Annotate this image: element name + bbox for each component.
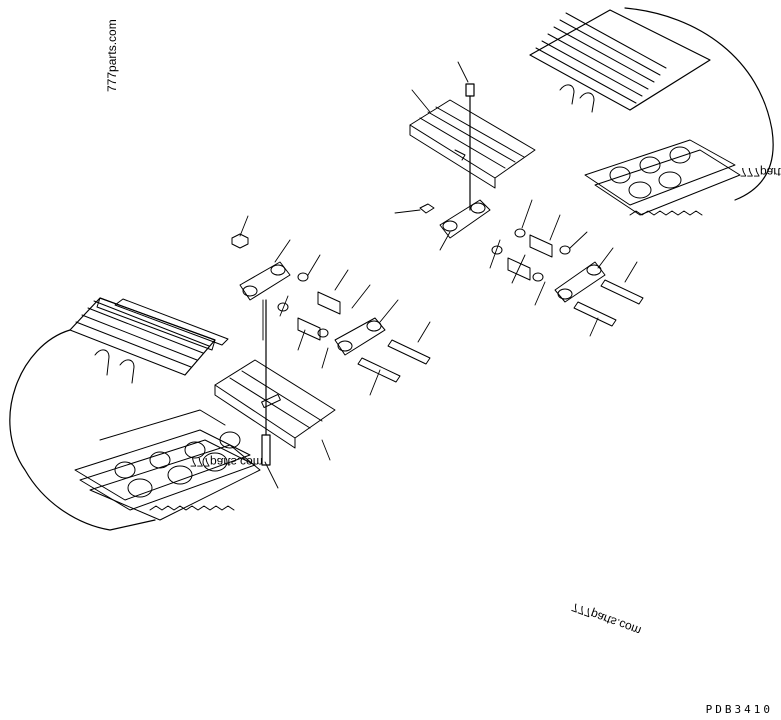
right-track-loop-top (529, 9, 711, 111)
watermark-right: 777parts.com (740, 165, 781, 179)
upper-shoe-plate (409, 99, 536, 189)
upper-shoe-bolt (465, 83, 475, 211)
left-track-chain (74, 409, 261, 521)
right-track-assembly (529, 7, 774, 216)
lower-shoe-bolt (261, 299, 271, 466)
left-track-assembly (9, 297, 261, 531)
drawing-code: PDB3410 (705, 703, 773, 716)
leader-lines (239, 61, 638, 489)
watermark-middle: 777parts.com (190, 455, 263, 469)
right-track-loop (624, 7, 774, 201)
right-track-shoes-top (529, 12, 667, 113)
left-track-loop (9, 329, 156, 531)
right-track-chain (584, 139, 741, 216)
upper-master-link (419, 199, 491, 239)
watermark-left: 777parts.com (105, 19, 119, 92)
lower-shoe-plate (214, 359, 336, 449)
loose-parts (231, 228, 644, 383)
left-track-shoes-top (69, 297, 229, 384)
